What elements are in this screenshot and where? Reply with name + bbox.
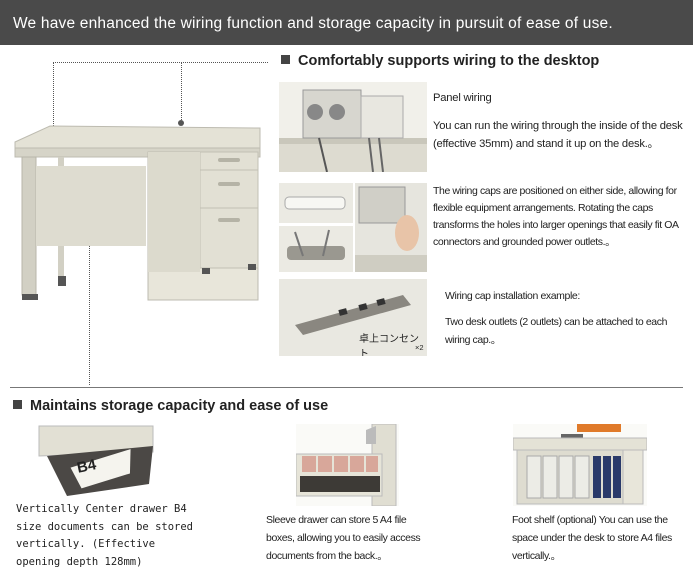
wiring-cap-photo-3 (355, 183, 427, 272)
section2-heading: Maintains storage capacity and ease of u… (13, 398, 328, 414)
leader-line-top (53, 62, 268, 63)
leader-line-left (53, 62, 54, 132)
panel-wiring-title: Panel wiring (433, 92, 492, 104)
center-drawer-photo: B4 (37, 424, 157, 499)
leader-line-bottom (89, 170, 90, 385)
heading-bullet-icon (13, 400, 22, 409)
heading-bullet-icon (281, 55, 290, 64)
top-banner: We have enhanced the wiring function and… (0, 0, 693, 45)
outlet-label: 卓上コンセント (359, 334, 419, 356)
storage-item-sleeve-drawer: Sleeve drawer can store 5 A4 file boxes,… (266, 514, 421, 562)
panel-wiring-photo (279, 82, 427, 172)
install-text: Two desk outlets (2 outlets) can be atta… (445, 316, 668, 346)
install-title: Wiring cap installation example: (445, 290, 580, 302)
wiring-cap-photo-1 (279, 183, 353, 223)
section-divider (10, 387, 683, 388)
section1-heading: Comfortably supports wiring to the deskt… (281, 53, 599, 69)
wiring-cap-photo-2 (279, 226, 353, 272)
storage-item-foot-shelf: Foot shelf (optional) You can use the sp… (512, 514, 672, 562)
panel-wiring-text: You can run the wiring through the insid… (433, 120, 683, 150)
wiring-caps-text: The wiring caps are positioned on either… (433, 185, 679, 248)
leader-dot (178, 120, 184, 126)
foot-shelf-photo (513, 424, 647, 506)
outlet-qty: ×2 (415, 343, 424, 352)
leader-line-right (181, 62, 182, 122)
wiring-cap-install-photo: 卓上コンセント ×2 (279, 279, 427, 356)
storage-item-center-drawer: Vertically Center drawer B4 size documen… (16, 503, 194, 568)
desk-illustration (14, 125, 261, 301)
banner-text: We have enhanced the wiring function and… (13, 15, 613, 32)
sleeve-drawer-photo (296, 424, 399, 506)
